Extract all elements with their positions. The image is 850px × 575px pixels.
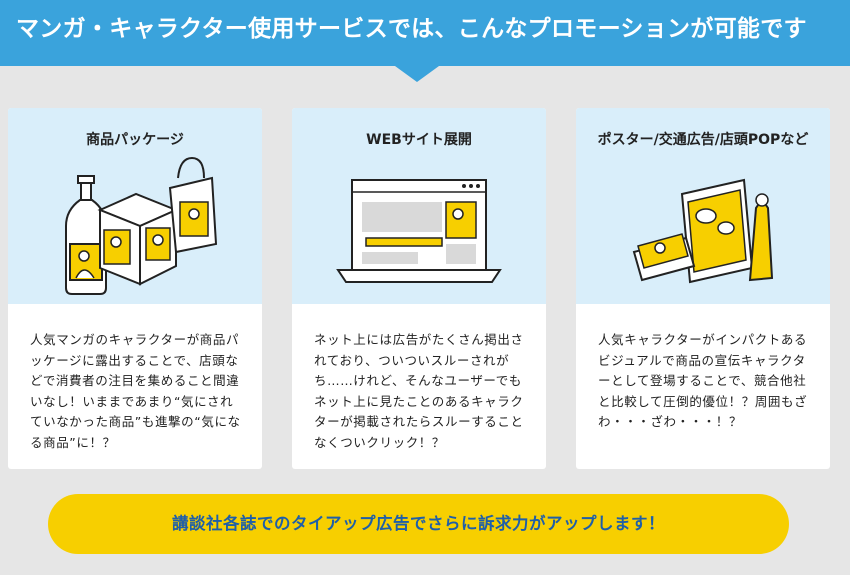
banner-pointer-arrow <box>395 66 439 82</box>
laptop-website-illustration-icon <box>336 179 502 283</box>
package-illustration-icon <box>65 156 218 295</box>
card-header-area: 商品パッケージ <box>8 108 262 304</box>
card-title: 商品パッケージ <box>86 132 184 148</box>
card-header-area: WEBサイト展開 <box>292 108 546 304</box>
card-description: ネット上には広告がたくさん掲出されており、ついついスルーされがち……けれど、そん… <box>314 332 524 450</box>
card-website: WEBサイト展開 ネット上には広告がたくさん掲出されており、ついついスルーされが… <box>292 108 546 469</box>
poster-popup-illustration-icon <box>632 178 774 284</box>
card-header-area: ポスター/交通広告/店頭POPなど <box>576 108 830 304</box>
card-description: 人気マンガのキャラクターが商品パッケージに露出することで、店頭などで消費者の注目… <box>30 332 241 450</box>
card-title: ポスター/交通広告/店頭POPなど <box>597 132 809 148</box>
header-banner: マンガ・キャラクター使用サービスでは、こんなプロモーションが可能です <box>0 0 850 66</box>
cta-label: 講談社各誌でのタイアップ広告でさらに訴求力がアップします！ <box>172 514 665 533</box>
card-title: WEBサイト展開 <box>366 132 472 148</box>
card-description: 人気キャラクターがインパクトあるビジュアルで商品の宣伝キャラクターとして登場する… <box>598 332 808 429</box>
card-package: 商品パッケージ 人気マンガのキャラクターが商品パッケージに露出することで、店頭な… <box>8 108 262 469</box>
card-poster: ポスター/交通広告/店頭POPなど 人気キャラクターがインパクトあるビジュアルで… <box>576 108 830 469</box>
tie-up-cta-banner[interactable]: 講談社各誌でのタイアップ広告でさらに訴求力がアップします！ <box>48 494 789 554</box>
page-title: マンガ・キャラクター使用サービスでは、こんなプロモーションが可能です <box>16 16 807 42</box>
